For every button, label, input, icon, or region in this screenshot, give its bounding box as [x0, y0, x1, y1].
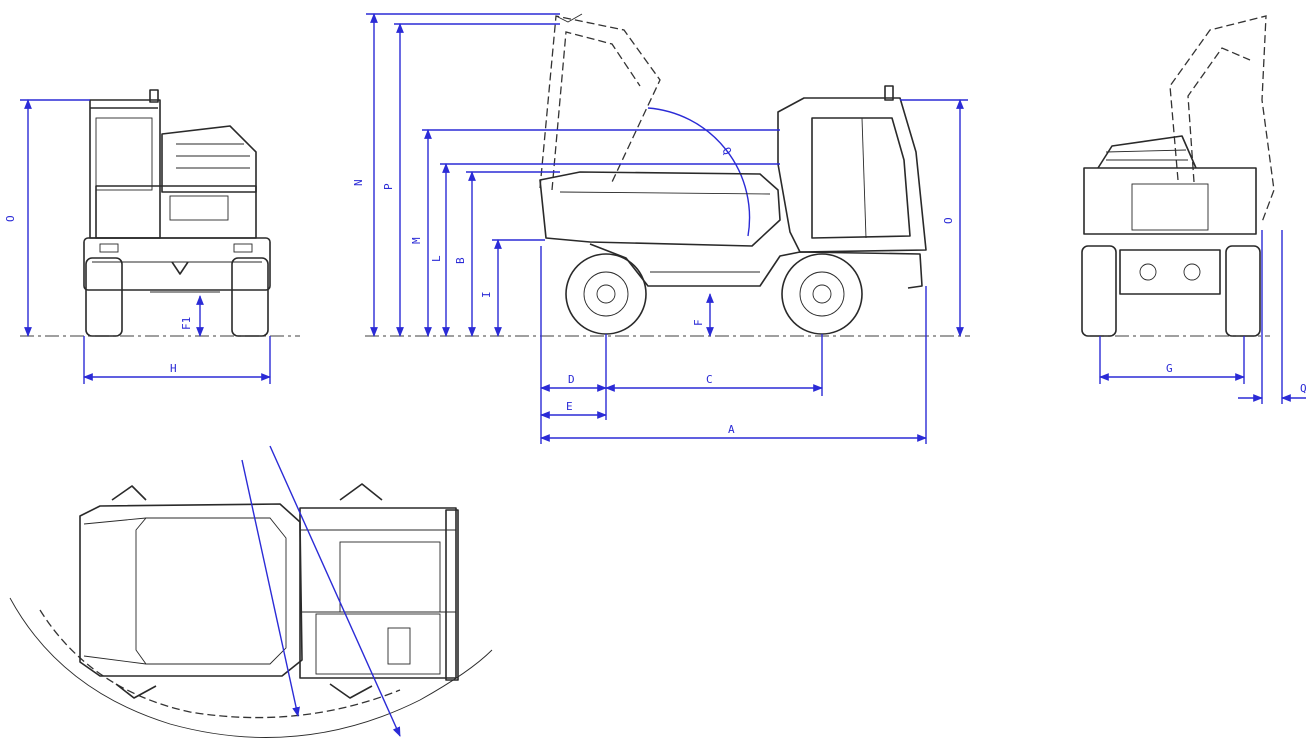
rear-dimensions: G Q: [1099, 230, 1307, 404]
dim-label-overall-length: A: [728, 423, 735, 436]
side-dimensions: N P M L B I F O D C E A: [352, 13, 968, 444]
dim-label-tip-height-2: P: [382, 183, 395, 190]
dim-label-load-height: B: [454, 257, 467, 264]
dim-label-front-clearance: F1: [180, 317, 193, 330]
dim-label-bumper: E: [566, 400, 573, 413]
dim-label-rear-track: G: [1166, 362, 1173, 375]
front-dimensions: O F1 H: [4, 99, 271, 384]
front-view: [20, 89, 300, 337]
dim-label-dump-angle: Q: [719, 145, 734, 157]
dim-label-rear-offset: Q: [1300, 382, 1307, 395]
rear-view: [1081, 15, 1275, 337]
dim-label-front-overhang: D: [568, 373, 575, 386]
dim-label-wheelbase: C: [706, 373, 713, 386]
dim-label-cab-height: O: [942, 217, 955, 224]
dim-label-front-height: O: [4, 215, 17, 222]
dim-label-discharge-height: I: [480, 291, 493, 298]
side-view: Q: [365, 13, 970, 337]
dim-label-skip-edge: L: [430, 255, 443, 262]
dim-label-front-width: H: [170, 362, 177, 375]
dim-label-tip-height: N: [352, 179, 365, 186]
top-view: [9, 445, 493, 738]
dim-label-skip-top: M: [410, 237, 423, 244]
dim-label-side-clearance: F: [692, 319, 705, 326]
